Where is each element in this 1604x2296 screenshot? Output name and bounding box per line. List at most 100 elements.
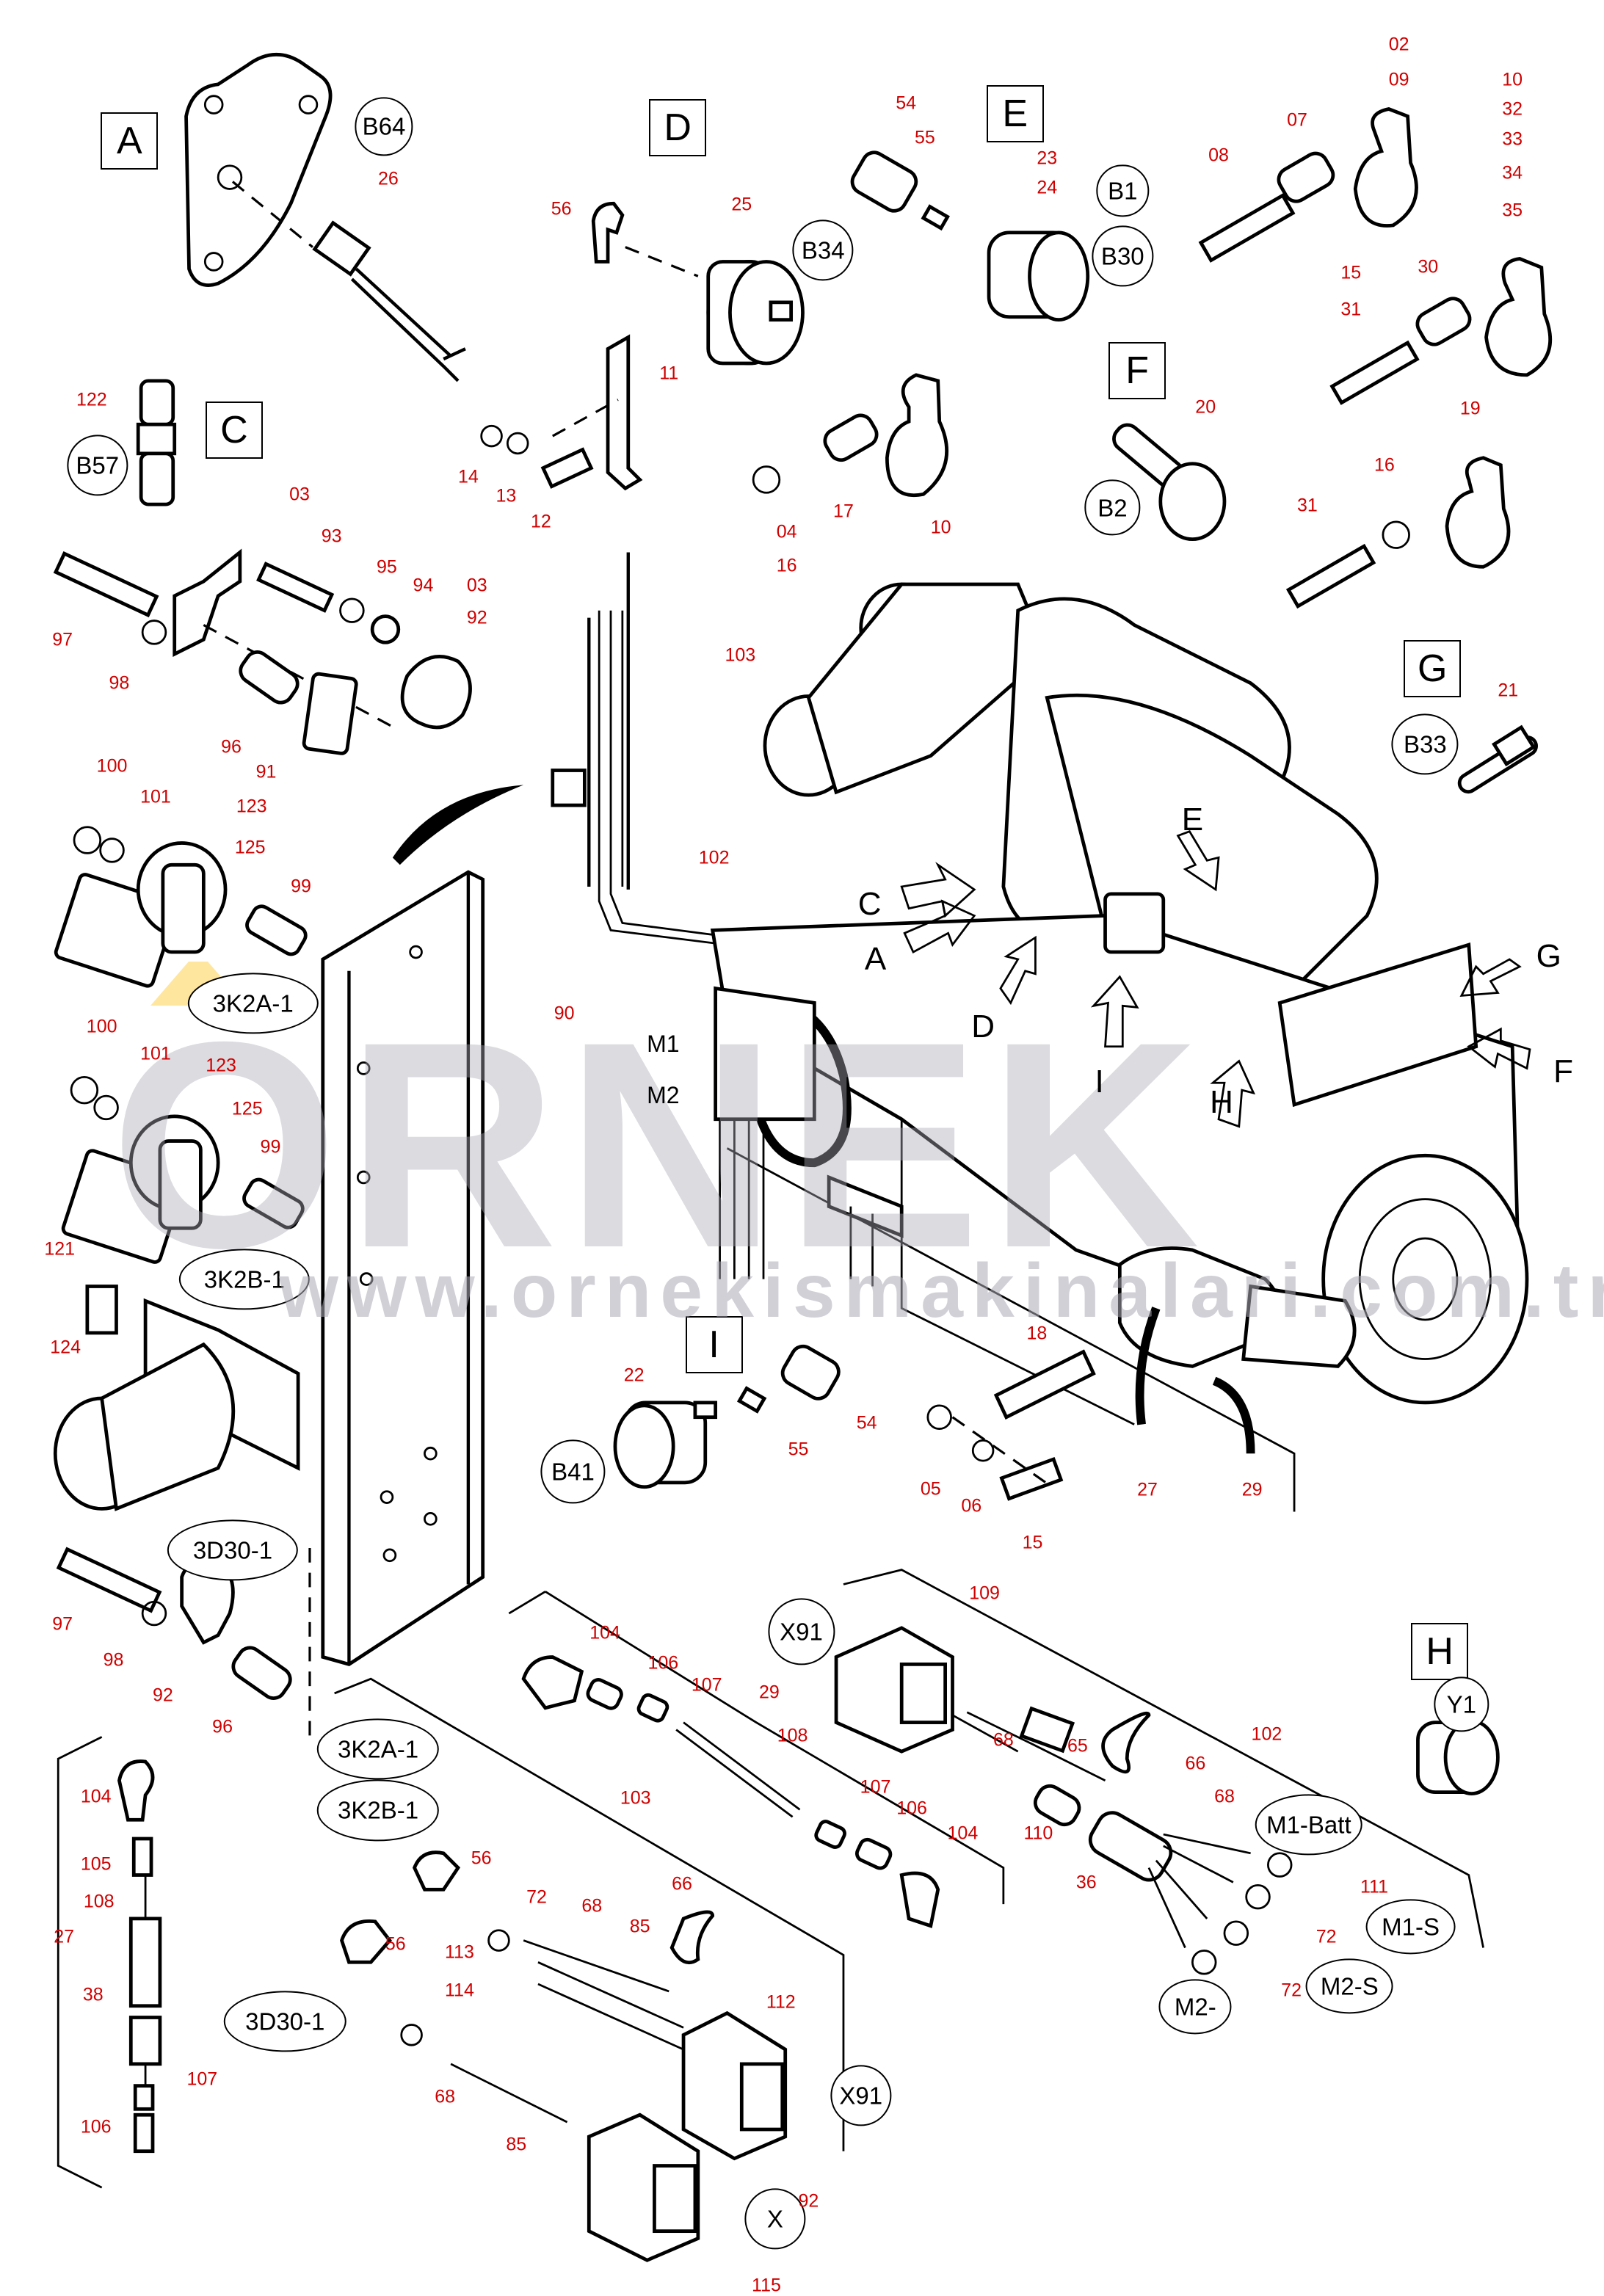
part-number-label: 31	[1296, 495, 1318, 516]
part-number-label: 30	[1418, 256, 1439, 277]
clamp-02-09	[1198, 107, 1418, 263]
part-number-label: 02	[1388, 34, 1409, 55]
part-number-label: 26	[378, 168, 399, 189]
part-number-label: 32	[1502, 98, 1523, 120]
part-number-label: 90	[554, 1003, 575, 1024]
part-number-label: 104	[947, 1823, 979, 1844]
detail-view-box-a: A	[101, 112, 159, 170]
tie-66-lower	[669, 1910, 715, 1964]
bracket-11	[480, 334, 643, 491]
part-number-label: 123	[236, 796, 267, 817]
component-code-b64: B64	[355, 97, 413, 156]
component-code-x91b: X91	[830, 2064, 892, 2126]
component-code-b33: B33	[1391, 713, 1459, 775]
motor-label-m2: M2	[647, 1081, 680, 1108]
part-number-label: 18	[1026, 1323, 1048, 1344]
engine-arrows	[900, 829, 1531, 1128]
bolt-97	[53, 551, 167, 645]
fitting-122	[136, 379, 177, 506]
clamp-19	[1285, 456, 1511, 609]
detail-view-box-d: D	[649, 99, 707, 157]
part-number-label: 54	[856, 1412, 877, 1434]
assembly-arrow	[392, 785, 524, 865]
part-number-label: 124	[50, 1337, 81, 1358]
part-number-label: 122	[76, 389, 107, 410]
part-number-label: 23	[1037, 148, 1058, 169]
part-number-label: 68	[435, 2086, 456, 2107]
part-number-label: 109	[969, 1583, 1000, 1604]
detail-view-box-h: H	[1411, 1623, 1469, 1681]
part-number-label: 35	[1502, 200, 1523, 221]
part-number-label: 99	[291, 876, 311, 897]
part-number-label: 65	[1067, 1735, 1088, 1756]
plate-03	[173, 548, 393, 728]
tape-65	[1019, 1706, 1075, 1754]
part-number-label: 33	[1502, 128, 1523, 150]
part-number-label: 97	[52, 629, 73, 650]
part-number-label: 72	[1281, 1980, 1302, 2001]
part-number-label: 103	[725, 644, 756, 666]
engine-callout-f: F	[1553, 1053, 1573, 1089]
part-number-label: 92	[798, 2190, 819, 2212]
part-number-label: 105	[80, 1853, 112, 1875]
part-number-label: 56	[471, 1848, 492, 1869]
sleeve-36	[1088, 1811, 1173, 1882]
clamp-10	[752, 373, 949, 497]
part-number-label: 96	[221, 736, 242, 758]
part-number-label: 93	[321, 526, 342, 547]
engine-block	[710, 582, 1529, 1512]
channel-bracket-90	[308, 870, 485, 1745]
detail-view-box-e: E	[986, 84, 1044, 142]
part-number-label: 54	[896, 92, 917, 114]
part-number-label: 72	[526, 1886, 547, 1908]
part-number-label: 68	[581, 1895, 603, 1917]
part-number-label: 13	[496, 485, 517, 506]
part-number-label: 27	[1137, 1479, 1158, 1500]
part-number-label: 99	[260, 1136, 281, 1158]
part-number-label: 20	[1195, 396, 1216, 418]
part-number-label: 29	[759, 1682, 780, 1703]
part-number-label: 98	[103, 1649, 124, 1671]
part-number-label: 96	[212, 1716, 233, 1737]
part-number-label: 106	[896, 1798, 927, 1819]
connector-x91-bottom	[681, 2010, 788, 2161]
part-number-label: 113	[445, 1941, 474, 1963]
component-code-b34: B34	[792, 219, 854, 281]
part-number-label: 95	[377, 556, 397, 578]
engine-callout-d: D	[971, 1008, 995, 1045]
component-code-b2: B2	[1084, 479, 1141, 535]
part-number-label: 92	[466, 607, 487, 628]
part-number-label: 94	[413, 575, 434, 596]
part-number-label: 107	[691, 1674, 722, 1696]
part-number-label: 98	[109, 672, 130, 694]
part-number-label: 125	[231, 1098, 263, 1119]
part-number-label: 100	[96, 755, 128, 777]
part-number-label: 66	[1185, 1753, 1206, 1774]
detail-view-box-f: F	[1108, 342, 1166, 400]
part-number-label: 102	[1251, 1723, 1282, 1745]
tie-66	[1101, 1711, 1151, 1774]
part-number-label: 09	[1388, 69, 1409, 90]
part-number-label: 72	[1316, 1926, 1337, 1947]
engine-callout-c: C	[857, 886, 882, 923]
part-number-label: 25	[731, 194, 752, 215]
part-number-label: 14	[457, 466, 479, 487]
part-number-label: 16	[1373, 454, 1395, 476]
part-number-label: 04	[776, 521, 797, 542]
boot-56	[591, 201, 625, 264]
part-number-label: 07	[1287, 109, 1307, 131]
component-code-b57: B57	[67, 435, 128, 496]
part-number-label: 66	[672, 1873, 692, 1894]
part-number-label: 103	[620, 1787, 651, 1809]
ring-terminals	[1147, 1833, 1293, 1975]
part-number-label: 06	[961, 1495, 982, 1516]
part-number-label: 56	[551, 198, 572, 219]
flange-plate	[184, 52, 333, 287]
part-number-label: 115	[752, 2275, 781, 2296]
component-code-3k2b-1a: 3K2B-1	[178, 1249, 310, 1310]
component-code-3d30-1a: 3D30-1	[167, 1519, 299, 1581]
part-number-label: 123	[206, 1055, 236, 1076]
part-number-label: 21	[1498, 680, 1519, 701]
connector-x91-top	[834, 1626, 954, 1754]
